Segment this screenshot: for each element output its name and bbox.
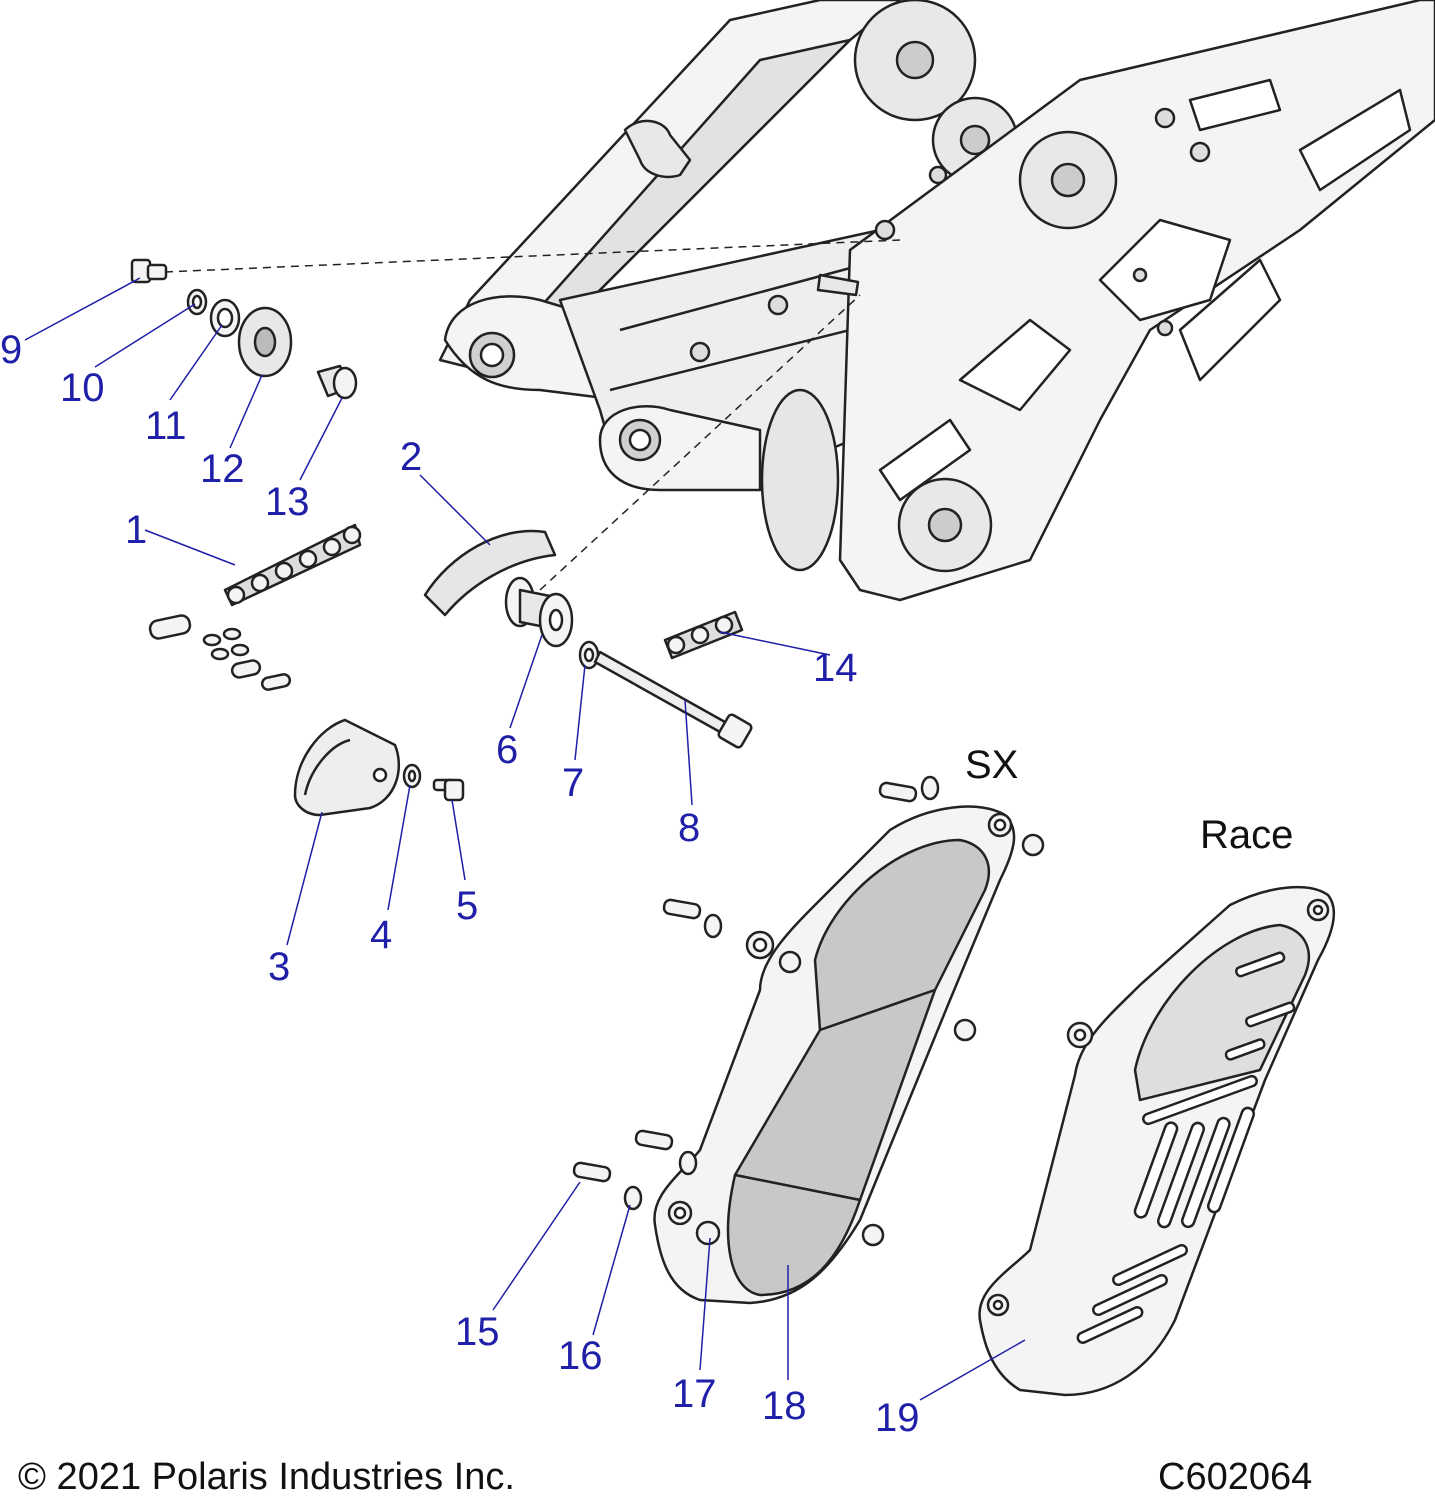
callout-9: 9 bbox=[0, 328, 23, 372]
callout-8: 8 bbox=[678, 806, 701, 850]
leader-6 bbox=[509, 634, 543, 729]
copyright-notice: © 2021 Polaris Industries Inc. bbox=[18, 1456, 515, 1498]
leader-8 bbox=[684, 699, 693, 806]
callout-4: 4 bbox=[370, 913, 393, 957]
leader-5 bbox=[451, 799, 466, 881]
part-14-chain-segment bbox=[663, 610, 744, 660]
callout-5: 5 bbox=[456, 884, 479, 928]
part-6-spool bbox=[504, 576, 574, 648]
upper-roller-pin bbox=[623, 119, 692, 179]
part-2-chain-guide bbox=[423, 529, 557, 617]
variant-label-sx: SX bbox=[965, 743, 1019, 787]
leader-10 bbox=[94, 303, 196, 368]
frame-assembly bbox=[438, 0, 1435, 602]
part-8-long-bolt bbox=[593, 650, 753, 749]
leader-1 bbox=[144, 529, 236, 566]
leader-9 bbox=[24, 277, 141, 341]
leader-3 bbox=[286, 811, 323, 946]
callout-14: 14 bbox=[813, 646, 858, 690]
callout-15: 15 bbox=[455, 1310, 500, 1354]
leader-7 bbox=[574, 664, 586, 761]
leader-2 bbox=[419, 474, 491, 546]
variant-label-race: Race bbox=[1200, 813, 1294, 857]
leader-17 bbox=[699, 1237, 711, 1371]
callout-18: 18 bbox=[762, 1384, 807, 1428]
leader-12 bbox=[229, 374, 263, 449]
callout-12: 12 bbox=[200, 447, 245, 491]
sx-chain-case-cover bbox=[572, 775, 1045, 1305]
callout-13: 13 bbox=[265, 480, 310, 524]
callout-6: 6 bbox=[496, 728, 519, 772]
leader-13 bbox=[299, 397, 343, 481]
callout-3: 3 bbox=[268, 945, 291, 989]
leader-16 bbox=[592, 1204, 631, 1336]
callout-2: 2 bbox=[400, 435, 423, 479]
callout-7: 7 bbox=[562, 761, 585, 805]
part-12-idler-sprocket bbox=[237, 306, 293, 378]
leader-4 bbox=[387, 784, 411, 911]
callout-17: 17 bbox=[672, 1372, 717, 1416]
callout-11: 11 bbox=[145, 404, 187, 448]
race-chain-case-cover bbox=[978, 885, 1336, 1397]
part-9-bolt bbox=[130, 258, 168, 284]
assembly-line-6 bbox=[539, 294, 861, 591]
leader-15 bbox=[492, 1181, 581, 1311]
leader-11 bbox=[169, 324, 223, 401]
drawing-code: C602064 bbox=[1158, 1456, 1313, 1498]
part-11-spacer bbox=[209, 298, 241, 338]
part-1-chain bbox=[223, 523, 362, 607]
leader-19 bbox=[919, 1339, 1026, 1401]
part-13-bushing bbox=[316, 364, 358, 400]
callout-10: 10 bbox=[60, 366, 105, 410]
part-5-flange-bolt bbox=[432, 778, 465, 802]
callout-19: 19 bbox=[875, 1396, 920, 1440]
callout-1: 1 bbox=[125, 508, 148, 552]
part-3-chain-guard bbox=[293, 718, 400, 817]
part-7-washer bbox=[578, 640, 600, 670]
drive-disc bbox=[760, 388, 840, 572]
callout-16: 16 bbox=[558, 1334, 603, 1378]
leader-14 bbox=[719, 631, 831, 656]
assembly-line-9 bbox=[164, 239, 901, 273]
part-10-washer bbox=[186, 288, 208, 316]
part-4-washer bbox=[402, 763, 422, 789]
master-link-kit bbox=[148, 614, 292, 691]
